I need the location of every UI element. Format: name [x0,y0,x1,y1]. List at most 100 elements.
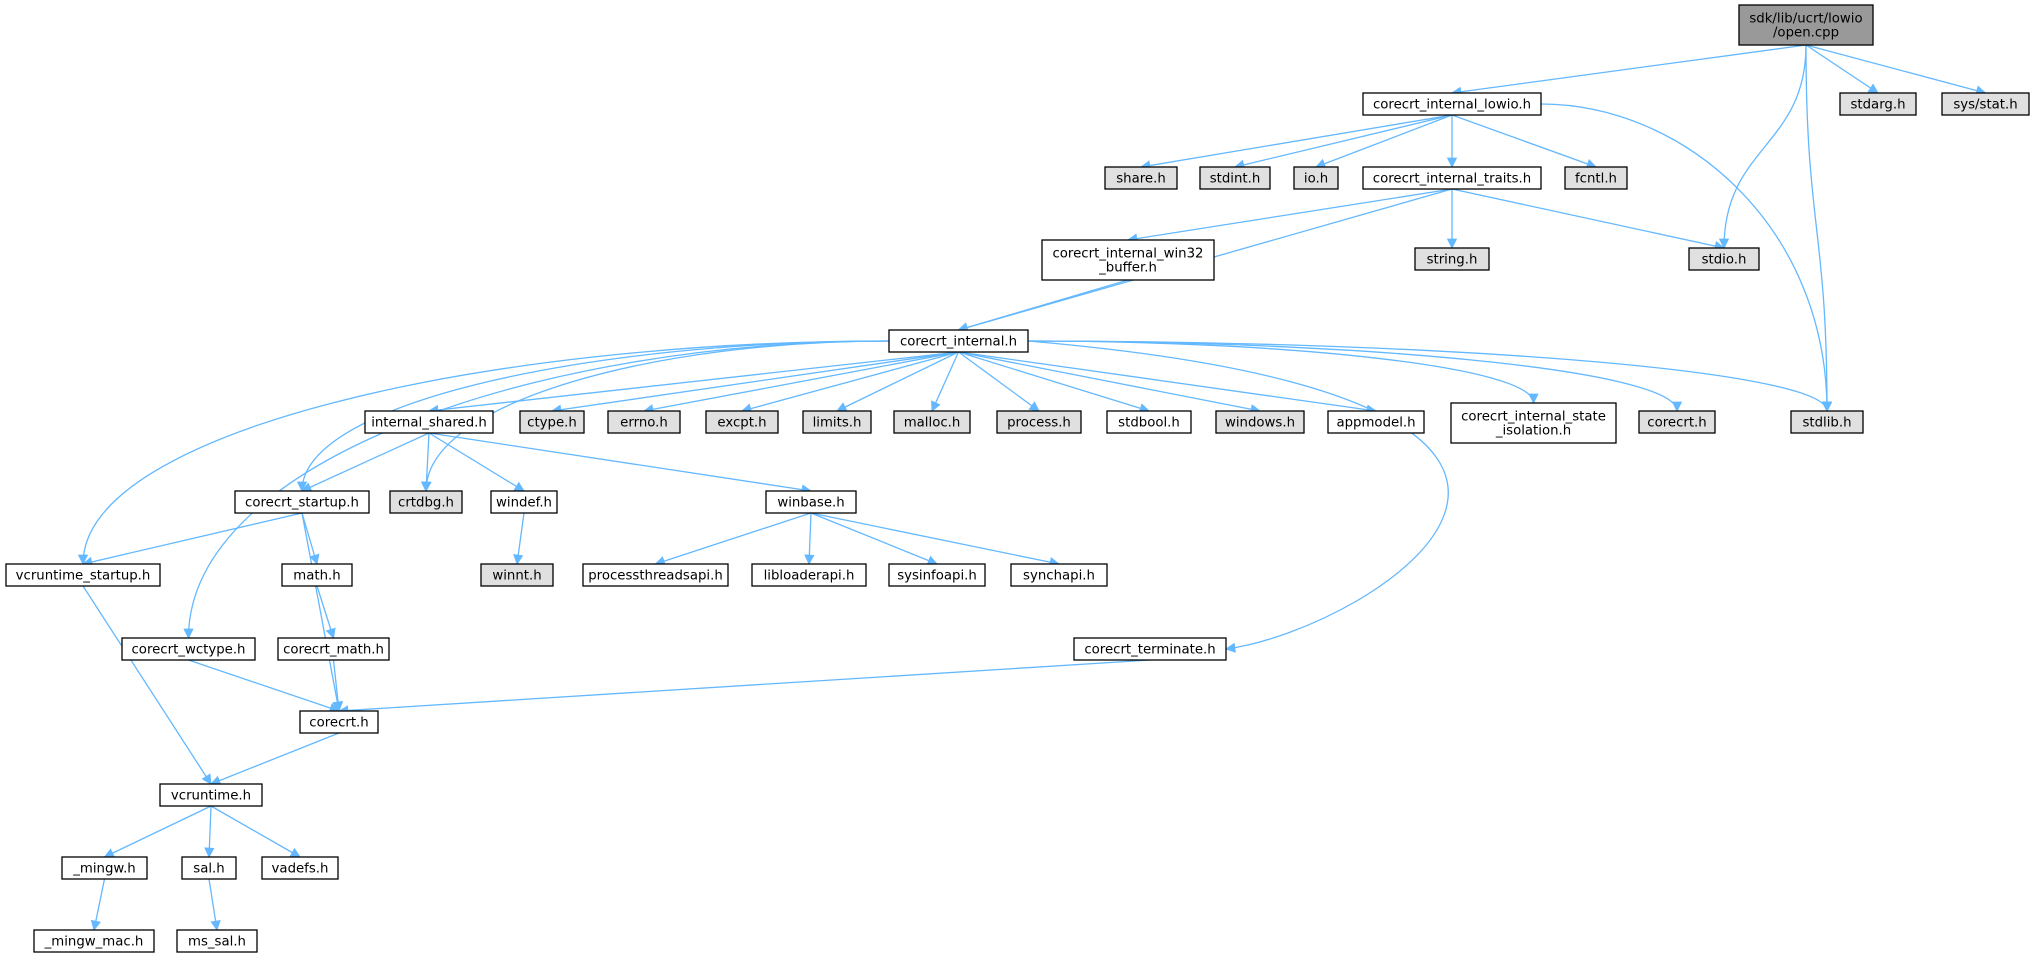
node-synch[interactable]: synchapi.h [1010,563,1108,587]
node-stateiso[interactable]: corecrt_internal_state_isolation.h [1450,402,1617,444]
node-label: corecrt_internal_state [1461,410,1606,425]
node-label: corecrt_wctype.h [132,643,246,658]
node-vadefs[interactable]: vadefs.h [261,856,339,880]
node-vcstartup[interactable]: vcruntime_startup.h [5,563,161,587]
edge-corecrt-to-vcruntime [210,732,340,786]
node-label: windef.h [496,496,552,511]
node-ctype[interactable]: ctype.h [519,410,585,434]
node-stdio[interactable]: stdio.h [1688,247,1760,271]
node-open[interactable]: sdk/lib/ucrt/lowio/open.cpp [1738,4,1874,46]
node-box [480,563,554,587]
node-errno[interactable]: errno.h [607,410,681,434]
node-fcntl[interactable]: fcntl.h [1564,166,1628,190]
node-box [607,410,681,434]
node-box [281,563,353,587]
edge-traits-to-stdio [1451,188,1726,252]
node-math[interactable]: math.h [281,563,353,587]
node-label: crtdbg.h [398,496,454,511]
node-box [121,637,256,661]
node-label: sys/stat.h [1953,98,2017,113]
node-sal[interactable]: sal.h [181,856,237,880]
node-excpt[interactable]: excpt.h [705,410,779,434]
node-box [1688,247,1760,271]
node-traits[interactable]: corecrt_internal_traits.h [1362,166,1542,190]
node-internal[interactable]: corecrt_internal.h [888,329,1029,353]
edge-internal-to-errno [642,351,959,415]
node-libloader[interactable]: libloaderapi.h [751,563,867,587]
edge-internal-to-vcstartup [77,340,890,566]
node-process[interactable]: process.h [996,410,1082,434]
node-label: stdlib.h [1802,416,1851,431]
node-winbase[interactable]: winbase.h [765,490,857,514]
edge-open-to-lowio [1450,44,1807,97]
node-appmodel[interactable]: appmodel.h [1327,410,1425,434]
node-startup[interactable]: corecrt_startup.h [234,490,370,514]
node-vcruntime[interactable]: vcruntime.h [159,783,263,807]
node-box [181,856,237,880]
node-label: _mingw.h [72,862,135,877]
nodes-layer: sdk/lib/ucrt/lowio/open.cpp corecrt_inter… [5,4,2030,953]
node-windows[interactable]: windows.h [1215,410,1305,434]
node-label: vcruntime.h [171,789,251,804]
edge-internal-to-stdlib [1027,340,1833,413]
node-procthread[interactable]: processthreadsapi.h [582,563,729,587]
node-box [1564,166,1628,190]
node-box [893,410,971,434]
node-sysstat[interactable]: sys/stat.h [1941,92,2030,116]
node-box [751,563,867,587]
node-box [1199,166,1271,190]
node-crtdbg[interactable]: crtdbg.h [389,490,463,514]
node-box [1327,410,1425,434]
edge-internal-to-stdbool [958,351,1150,414]
edge-vcruntime-to-sal [204,805,215,859]
edge-internal-to-excpt [740,351,959,414]
node-share[interactable]: share.h [1104,166,1178,190]
node-stdlib[interactable]: stdlib.h [1790,410,1864,434]
node-winnt[interactable]: winnt.h [480,563,554,587]
node-box [996,410,1082,434]
edge-open-to-sysstat [1805,44,1987,96]
node-box [1215,410,1305,434]
node-win32buf[interactable]: corecrt_internal_win32_buffer.h [1041,239,1215,281]
node-box [5,563,161,587]
node-terminate[interactable]: corecrt_terminate.h [1073,637,1227,661]
node-wctype[interactable]: corecrt_wctype.h [121,637,256,661]
node-string[interactable]: string.h [1414,247,1490,271]
node-label: corecrt_startup.h [245,496,359,511]
edge-open-to-stdlib [1805,44,1833,413]
node-label: excpt.h [717,416,766,431]
node-io[interactable]: io.h [1293,166,1339,190]
node-box [1738,4,1874,46]
node-box [888,329,1029,353]
edge-lowio-to-io [1315,114,1453,169]
node-stdbool[interactable]: stdbool.h [1106,410,1192,434]
edge-internal-to-wctype [183,340,890,640]
node-stdarg[interactable]: stdarg.h [1839,92,1917,116]
node-label: sysinfoapi.h [897,569,977,584]
node-windef[interactable]: windef.h [490,490,558,514]
node-box [1041,239,1215,281]
node-label: corecrt_math.h [283,643,384,658]
node-cmath[interactable]: corecrt_math.h [277,637,390,661]
node-mingwmac[interactable]: _mingw_mac.h [33,929,155,953]
node-label: corecrt_internal_win32 [1052,247,1203,262]
node-label: corecrt_internal_lowio.h [1373,98,1531,113]
node-stdint[interactable]: stdint.h [1199,166,1271,190]
node-lowio[interactable]: corecrt_internal_lowio.h [1362,92,1542,116]
node-box [1362,166,1542,190]
node-limits[interactable]: limits.h [802,410,872,434]
node-box [1010,563,1108,587]
node-mingw[interactable]: _mingw.h [61,856,148,880]
node-sysinfo[interactable]: sysinfoapi.h [888,563,986,587]
node-ishared[interactable]: internal_shared.h [364,410,494,434]
node-label: math.h [293,569,340,584]
node-label: ms_sal.h [188,935,246,950]
node-label: libloaderapi.h [764,569,855,584]
edge-ishared-to-crtdbg [421,432,432,493]
node-malloc[interactable]: malloc.h [893,410,971,434]
node-mssal[interactable]: ms_sal.h [176,929,258,953]
node-label: processthreadsapi.h [588,569,723,584]
node-corecrtg[interactable]: corecrt.h [1638,410,1716,434]
node-corecrt[interactable]: corecrt.h [299,710,379,734]
